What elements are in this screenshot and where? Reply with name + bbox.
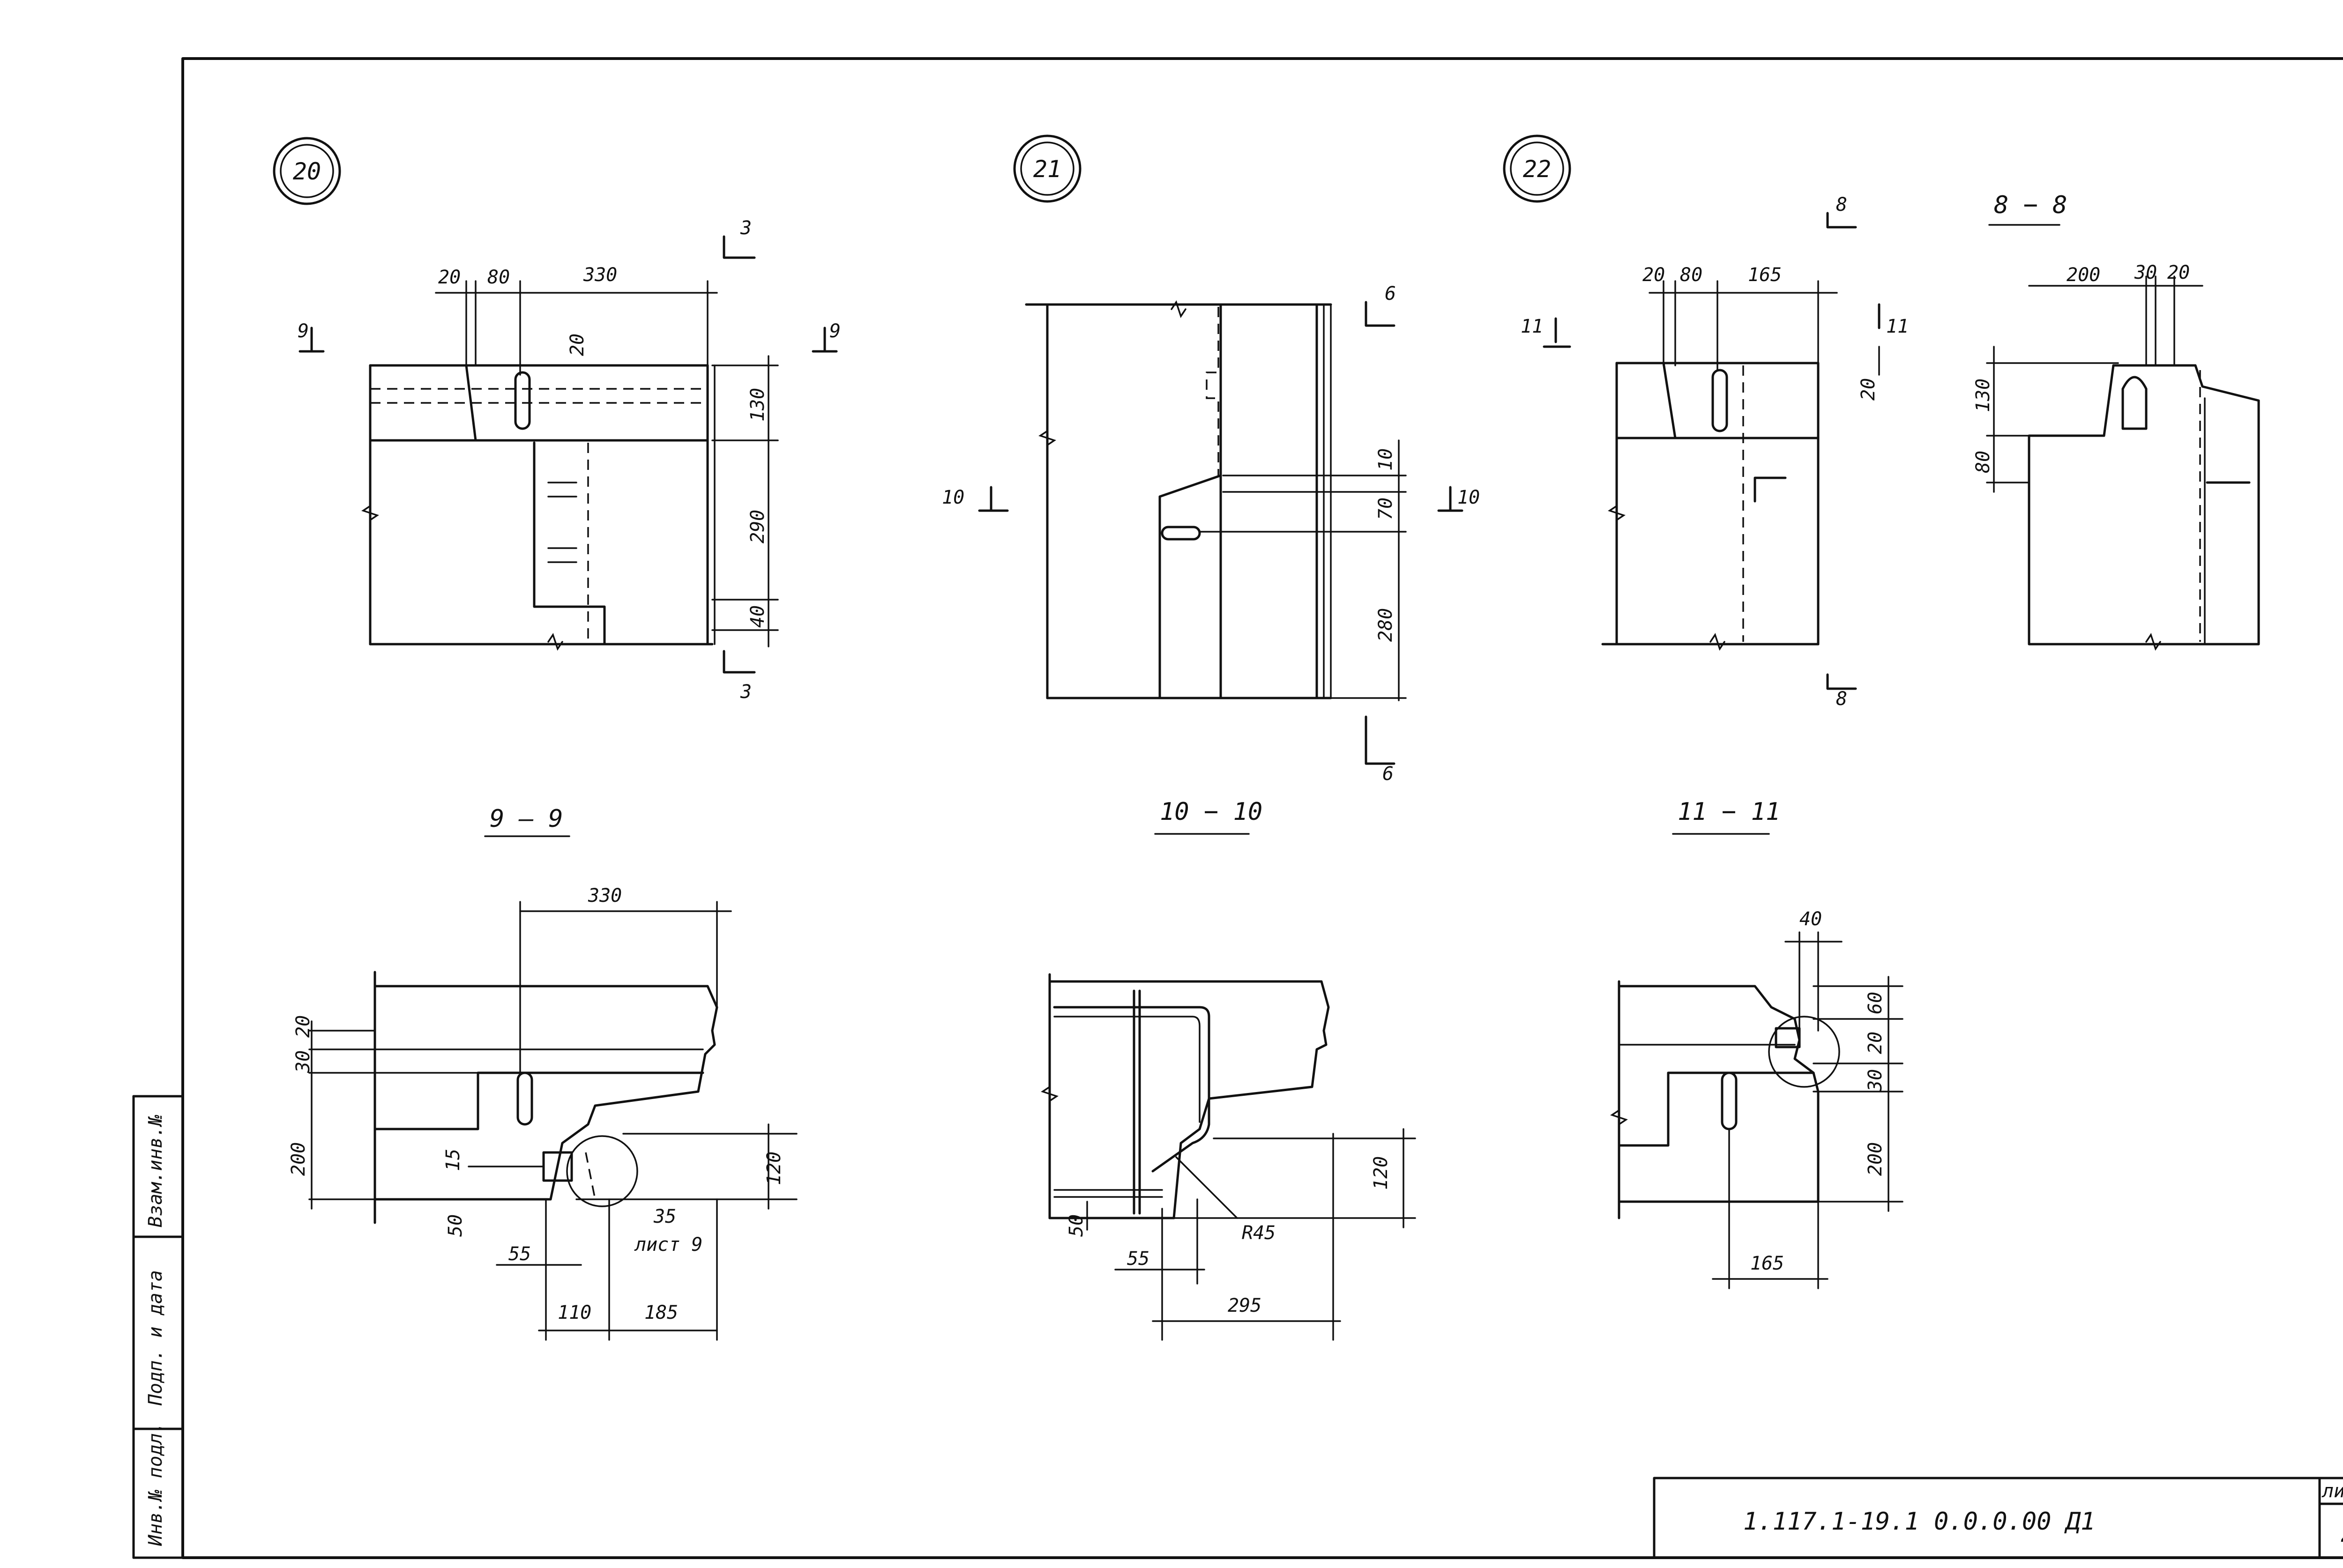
- s10-dim-r45: R45: [1242, 1222, 1276, 1244]
- n21-dim-10: 10: [1375, 448, 1396, 471]
- n21-cut-10-left: 10: [942, 487, 964, 508]
- document-code: 1.117.1-19.1 0.0.0.00 Д1: [1743, 1508, 2095, 1536]
- s11-dim-60: 60: [1865, 992, 1886, 1014]
- svg-text:22: 22: [1523, 156, 1551, 183]
- section-8-8-drawing: [1986, 224, 2260, 651]
- section-8-8-title: 8 − 8: [1994, 191, 2067, 219]
- s10-dim-55: 55: [1127, 1248, 1149, 1270]
- section-11-11-title: 11 − 11: [1678, 798, 1780, 826]
- s9-dim-185: 185: [644, 1302, 678, 1323]
- sheet-frame: [132, 57, 2343, 1559]
- stamp-podp-data: Подп. и дата: [145, 1270, 166, 1406]
- node-22-drawing: [1543, 212, 1880, 690]
- s8-dim-30: 30: [2134, 262, 2157, 283]
- s10-dim-295: 295: [1228, 1295, 1261, 1316]
- n20-dim-80: 80: [487, 267, 510, 288]
- s9-dim-200: 200: [288, 1142, 309, 1176]
- node-22-marker: 22: [1503, 134, 1571, 203]
- n21-cut-6-bottom: 6: [1382, 763, 1394, 785]
- s9-dim-15: 15: [442, 1149, 464, 1171]
- section-11-11-drawing: [1610, 833, 1903, 1289]
- n22-cut-11-left: 11: [1521, 316, 1543, 337]
- n20-dim-20b: 20: [567, 334, 588, 356]
- stamp-vzam-inv: Взам.инв.№: [145, 1115, 166, 1227]
- s8-dim-130: 130: [1972, 379, 1994, 412]
- n20-dim-40: 40: [747, 605, 769, 628]
- s11-dim-165: 165: [1750, 1253, 1784, 1274]
- s11-dim-30: 30: [1865, 1069, 1886, 1092]
- section-10-10-drawing: [1041, 833, 1416, 1341]
- svg-text:20: 20: [293, 158, 321, 185]
- sheet-number: 4: [2341, 1524, 2343, 1552]
- section-9-9-title: 9 — 9: [490, 805, 563, 833]
- n20-dim-130: 130: [747, 388, 769, 422]
- s10-dim-50: 50: [1066, 1214, 1087, 1237]
- s9-dim-330: 330: [588, 885, 622, 907]
- n20-cut-3-top: 3: [740, 217, 752, 239]
- n20-cut-9-left: 9: [298, 320, 309, 342]
- s10-dim-120: 120: [1370, 1156, 1392, 1190]
- n21-cut-10-right: 10: [1457, 487, 1480, 508]
- s9-dim-55: 55: [508, 1243, 531, 1265]
- s9-dim-110: 110: [558, 1302, 591, 1323]
- s8-dim-200: 200: [2067, 264, 2100, 286]
- node-21-drawing: [978, 300, 1463, 765]
- n20-cut-3-bottom: 3: [740, 681, 752, 703]
- s9-dim-120: 120: [763, 1152, 785, 1185]
- n22-dim-80: 80: [1680, 264, 1702, 286]
- n22-cut-11-right: 11: [1886, 316, 1909, 337]
- node-20-drawing: [298, 235, 838, 674]
- sheet-label: лист: [2321, 1480, 2343, 1502]
- n20-dim-290: 290: [747, 510, 769, 543]
- s9-sheet-ref: лист 9: [634, 1234, 703, 1256]
- n22-dim-165: 165: [1748, 264, 1782, 286]
- n22-cut-8-bottom: 8: [1836, 688, 1847, 710]
- n22-dim-20a: 20: [1642, 264, 1665, 286]
- s11-dim-40: 40: [1799, 908, 1822, 930]
- s9-dim-30: 30: [292, 1050, 314, 1073]
- n21-dim-280: 280: [1375, 608, 1396, 642]
- n21-cut-6-top: 6: [1385, 283, 1396, 305]
- s11-dim-200: 200: [1865, 1142, 1886, 1176]
- n22-dim-20b: 20: [1858, 378, 1879, 401]
- node-21-marker: 21: [1013, 134, 1082, 203]
- s8-dim-20: 20: [2167, 262, 2190, 283]
- s9-dim-50: 50: [445, 1214, 466, 1237]
- n21-dim-70: 70: [1375, 498, 1396, 520]
- s11-dim-20: 20: [1865, 1032, 1886, 1054]
- n20-cut-9-right: 9: [829, 320, 841, 342]
- n20-dim-20a: 20: [438, 267, 461, 288]
- stamp-inv-podl: Инв.№ подл.: [145, 1422, 166, 1546]
- s9-dim-20: 20: [292, 1015, 314, 1038]
- section-10-10-title: 10 − 10: [1160, 798, 1262, 826]
- node-20-marker: 20: [273, 137, 341, 205]
- n22-cut-8-top: 8: [1836, 194, 1847, 216]
- svg-text:21: 21: [1033, 156, 1061, 183]
- section-9-9-drawing: [308, 835, 798, 1341]
- s8-dim-80: 80: [1972, 451, 1994, 473]
- n20-dim-330: 330: [583, 264, 617, 286]
- s9-dim-35: 35: [653, 1206, 676, 1227]
